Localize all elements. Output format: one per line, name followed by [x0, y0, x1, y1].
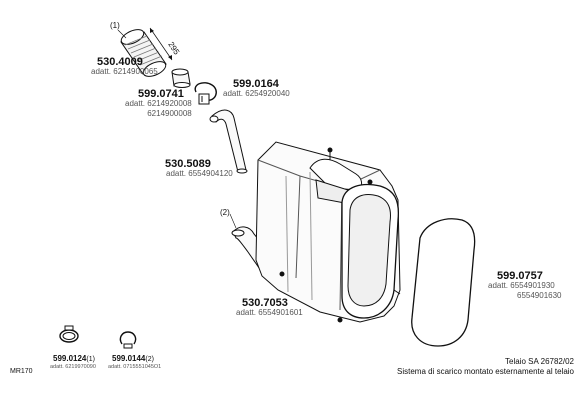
part-code-530-7053: 530.7053: [242, 297, 288, 309]
part-code-530-4009: 530.4009: [97, 56, 143, 68]
ref-marker-2: (2): [220, 208, 230, 217]
part-alt-599-0144: adatt. 0715551045O1: [108, 364, 162, 370]
model-code: MR170: [10, 368, 33, 375]
part-alt-530-4009: adatt. 6214900065: [91, 67, 158, 76]
part-code-599-0757: 599.0757: [497, 270, 543, 282]
ref-marker-1: (1): [110, 21, 120, 30]
dimension-label: 295: [166, 40, 181, 57]
part-code-530-5089: 530.5089: [165, 158, 211, 170]
small-clamp-part-2: [119, 331, 137, 349]
part-alt-599-0741: adatt. 6214920008 6214900008: [125, 99, 192, 118]
diagram-subtitle: Sistema di scarico montato esternamente …: [397, 367, 574, 376]
part-code-599-0124: 599.0124(1): [53, 354, 95, 363]
part-alt-530-5089: adatt. 6554904120: [166, 169, 233, 178]
small-clamp-part-1: [59, 325, 79, 343]
part-alt-530-7053: adatt. 6554901601: [236, 308, 303, 317]
part-code-599-0741: 599.0741: [138, 88, 184, 100]
part-code-599-0144: 599.0144(2): [112, 354, 154, 363]
part-alt-599-0757: adatt. 6554901930 6554901630: [488, 281, 562, 300]
clamp-part: [194, 82, 217, 105]
part-alt-599-0164: adatt. 6254920040: [223, 89, 290, 98]
diagram-title: Telaio SA 26782/02: [505, 357, 574, 366]
part-alt-599-0124: adatt. 6219970090: [50, 364, 96, 370]
leader-lines: [117, 29, 237, 229]
flex-pipe-part: [120, 29, 167, 77]
sleeve-part: [171, 68, 191, 88]
part-code-599-0164: 599.0164: [233, 78, 279, 90]
bent-pipe-part: [209, 109, 248, 174]
silencer-part: [255, 141, 401, 323]
cover-plate-part: [411, 218, 476, 347]
